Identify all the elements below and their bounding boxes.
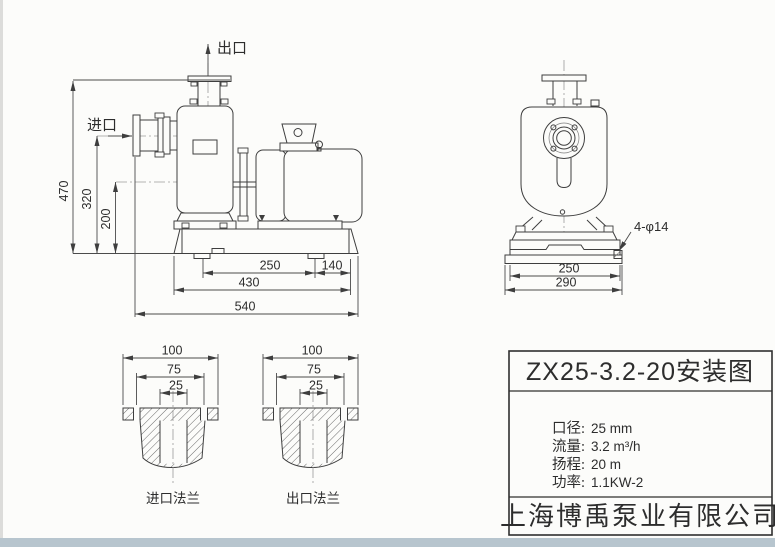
- coupling-bracket: [233, 147, 287, 222]
- inlet-flange-front: [543, 117, 585, 159]
- title-block: ZX25-3.2-20安装图 口径:25 mm 流量:3.2 m³/h 扬程:2…: [500, 350, 775, 536]
- inlet-label: 进口: [87, 117, 117, 134]
- dim-250-front: 250: [559, 262, 580, 276]
- outlet-flange: [187, 75, 232, 82]
- outlet-flange-dimensions: 100 75 25: [262, 344, 359, 405]
- motor-foot: [257, 220, 343, 230]
- dim-320: 320: [80, 189, 94, 210]
- inlet-flange-label: 进口法兰: [146, 491, 200, 506]
- dim-250-side: 250: [260, 259, 281, 273]
- front-view-dimensions: 250 290 4-φ14: [504, 219, 668, 295]
- dim-140: 140: [322, 259, 343, 273]
- motor-body: [283, 148, 363, 223]
- dim-inlet-100: 100: [162, 344, 183, 358]
- spec-head: 扬程:20 m: [552, 456, 621, 473]
- outlet-flange-front: [541, 74, 587, 82]
- pump-front-view: 250 290 4-φ14: [504, 60, 668, 295]
- pump-casing: [176, 105, 234, 214]
- outlet-label: 出口: [217, 40, 247, 57]
- spec-diameter: 口径:25 mm: [552, 420, 632, 437]
- baseplate: [173, 228, 359, 259]
- pump-casing-front: [520, 106, 608, 217]
- dim-290: 290: [556, 276, 577, 290]
- drain-boss: [556, 158, 572, 189]
- bottom-strip: [0, 538, 775, 547]
- drawing-title: ZX25-3.2-20安装图: [526, 358, 754, 386]
- motor-terminal-box: [281, 123, 317, 144]
- pump-side-view: 出口 进口: [57, 40, 363, 317]
- dim-470: 470: [57, 181, 71, 202]
- anchor-bolt-hole: [613, 250, 623, 259]
- pump-nameplate: [192, 139, 218, 155]
- motor: [257, 123, 363, 230]
- dim-outlet-25: 25: [309, 379, 323, 393]
- drain-plug: [559, 209, 566, 215]
- dim-outlet-100: 100: [302, 344, 323, 358]
- baseplate-front: [504, 231, 623, 264]
- outlet-flange-label: 出口法兰: [286, 491, 340, 506]
- vent-plug: [590, 99, 600, 107]
- spec-power: 功率:1.1KW-2: [552, 474, 643, 491]
- pump-foot: [176, 212, 234, 222]
- side-view-dimensions: 470 320 200 250 140 430 540: [57, 79, 359, 317]
- dim-540: 540: [235, 300, 256, 314]
- inlet-flange: [132, 114, 141, 157]
- spec-flow: 流量:3.2 m³/h: [552, 438, 641, 455]
- dim-200: 200: [99, 209, 113, 230]
- outlet-flange-detail: 100 75 25 出口法兰: [262, 344, 359, 506]
- dim-430: 430: [239, 276, 260, 290]
- dim-outlet-75: 75: [307, 363, 321, 377]
- company-name: 上海博禹泵业有限公司: [500, 501, 775, 531]
- terminal-box-gland: [293, 128, 303, 137]
- dim-inlet-75: 75: [167, 363, 181, 377]
- inlet-flange-dimensions: 100 75 25: [122, 344, 219, 405]
- dim-inlet-25: 25: [169, 379, 183, 393]
- anchor-bolt-note: 4-φ14: [634, 219, 668, 234]
- inlet-flange-detail: 100 75 25 进口法兰: [122, 344, 219, 506]
